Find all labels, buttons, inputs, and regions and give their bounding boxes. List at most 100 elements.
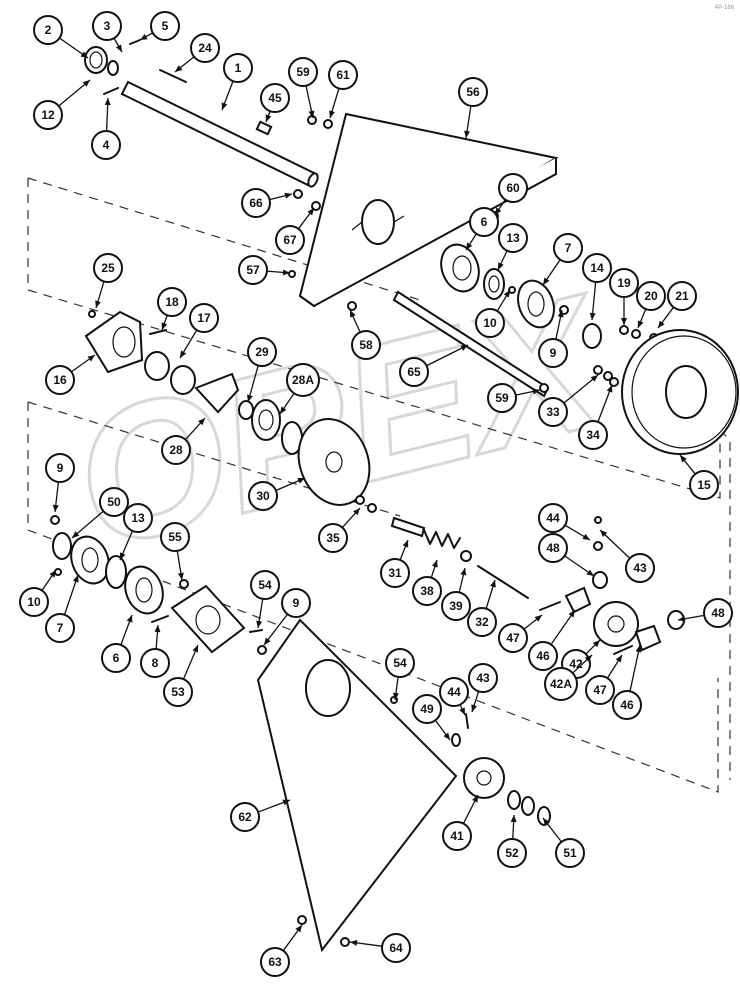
callout-number: 7	[565, 241, 572, 255]
callout-arrowhead	[280, 406, 287, 414]
lower-bearing-group	[50, 515, 189, 623]
callout-arrowhead	[543, 818, 550, 826]
callout-59: 59	[487, 383, 541, 413]
callout-circle	[160, 522, 190, 552]
callout-53: 53	[163, 644, 199, 707]
callout-arrowhead	[678, 615, 686, 622]
lower-sprocket-assembly	[451, 713, 551, 826]
callout-arrowhead	[592, 640, 600, 648]
callout-number: 44	[546, 511, 560, 525]
callout-number: 19	[617, 276, 631, 290]
callout-9: 9	[263, 588, 311, 646]
callout-circle	[544, 667, 578, 701]
callout-circle	[528, 641, 558, 671]
callout-arrowhead	[282, 799, 290, 806]
callout-circle	[45, 453, 75, 483]
callout-number: 48	[711, 606, 725, 620]
callout-number: 13	[506, 231, 520, 245]
callout-15: 15	[679, 454, 719, 500]
callout-number: 35	[326, 531, 340, 545]
callout-9: 9	[538, 309, 568, 368]
callout-56: 56	[458, 77, 488, 139]
callout-number: 32	[475, 615, 489, 629]
callout-58: 58	[349, 309, 381, 360]
callout-arrowhead	[582, 533, 590, 540]
callout-arrowhead	[606, 385, 613, 393]
callout-number: 48	[546, 541, 560, 555]
callout-43: 43	[468, 663, 498, 713]
callout-13: 13	[119, 503, 153, 561]
callout-arrowhead	[126, 615, 133, 623]
callout-number: 46	[536, 649, 550, 663]
callout-number: 17	[197, 311, 211, 325]
callout-arrowhead	[637, 320, 644, 328]
callout-9: 9	[45, 453, 75, 513]
callout-circle	[241, 188, 271, 218]
callout-arrowhead	[284, 192, 292, 199]
callout-arrowhead	[464, 130, 471, 138]
callout-arrowhead	[471, 704, 478, 712]
callout-arrowhead	[586, 569, 594, 576]
callout-number: 57	[246, 263, 260, 277]
callout-25: 25	[93, 253, 123, 309]
callout-number: 60	[506, 181, 520, 195]
callout-circle	[223, 53, 253, 83]
callout-arrowhead	[192, 645, 199, 653]
callout-number: 24	[198, 41, 212, 55]
callout-circle	[458, 77, 488, 107]
callout-number: 62	[238, 810, 252, 824]
callout-arrowhead	[120, 552, 126, 560]
callout-4: 4	[91, 97, 121, 160]
callout-arrowhead	[104, 98, 111, 106]
callout-circle	[467, 607, 497, 637]
callout-arrowhead	[460, 568, 467, 576]
callout-number: 51	[563, 846, 577, 860]
callout-number: 15	[697, 478, 711, 492]
callout-number: 42	[569, 657, 583, 671]
callout-number: 28	[169, 443, 183, 457]
callout-circle	[468, 663, 498, 693]
callout-arrowhead	[680, 455, 687, 463]
callout-arrowhead	[80, 51, 88, 58]
callout-circle	[412, 576, 442, 606]
callout-arrowhead	[590, 375, 598, 382]
callout-number: 21	[675, 289, 689, 303]
callout-5: 5	[139, 11, 180, 41]
side-panel	[256, 618, 458, 953]
callout-arrowhead	[49, 570, 56, 578]
callout-circle	[123, 503, 153, 533]
callout-number: 33	[546, 405, 560, 419]
callout-number: 58	[359, 338, 373, 352]
callout-arrowhead	[177, 572, 184, 580]
callout-number: 59	[495, 391, 509, 405]
callout-circle	[380, 558, 410, 588]
callout-28: 28	[161, 417, 206, 465]
callout-circle	[19, 587, 49, 617]
callout-arrowhead	[350, 939, 358, 946]
callout-number: 39	[449, 599, 463, 613]
callout-circle	[538, 503, 568, 533]
callout-57: 57	[238, 255, 291, 285]
callout-arrowhead	[589, 312, 596, 320]
callout-number: 43	[476, 671, 490, 685]
callout-circle	[498, 173, 528, 203]
callout-number: 2	[45, 23, 52, 37]
callout-circle	[101, 643, 131, 673]
callout-circle	[230, 802, 260, 832]
callout-number: 63	[268, 955, 282, 969]
callout-60: 60	[494, 173, 528, 216]
callout-39: 39	[441, 567, 471, 621]
callout-number: 38	[420, 584, 434, 598]
callout-number: 47	[506, 631, 520, 645]
callout-number: 30	[256, 489, 270, 503]
callout-number: 7	[57, 621, 64, 635]
callout-number: 16	[53, 373, 67, 387]
callout-leader	[550, 609, 576, 645]
callout-arrowhead	[295, 925, 302, 933]
callout-circle	[250, 570, 280, 600]
callout-number: 55	[168, 530, 182, 544]
callout-arrowhead	[557, 310, 564, 318]
callout-circle	[538, 397, 568, 427]
callout-circle	[275, 225, 305, 255]
callout-38: 38	[412, 559, 442, 606]
